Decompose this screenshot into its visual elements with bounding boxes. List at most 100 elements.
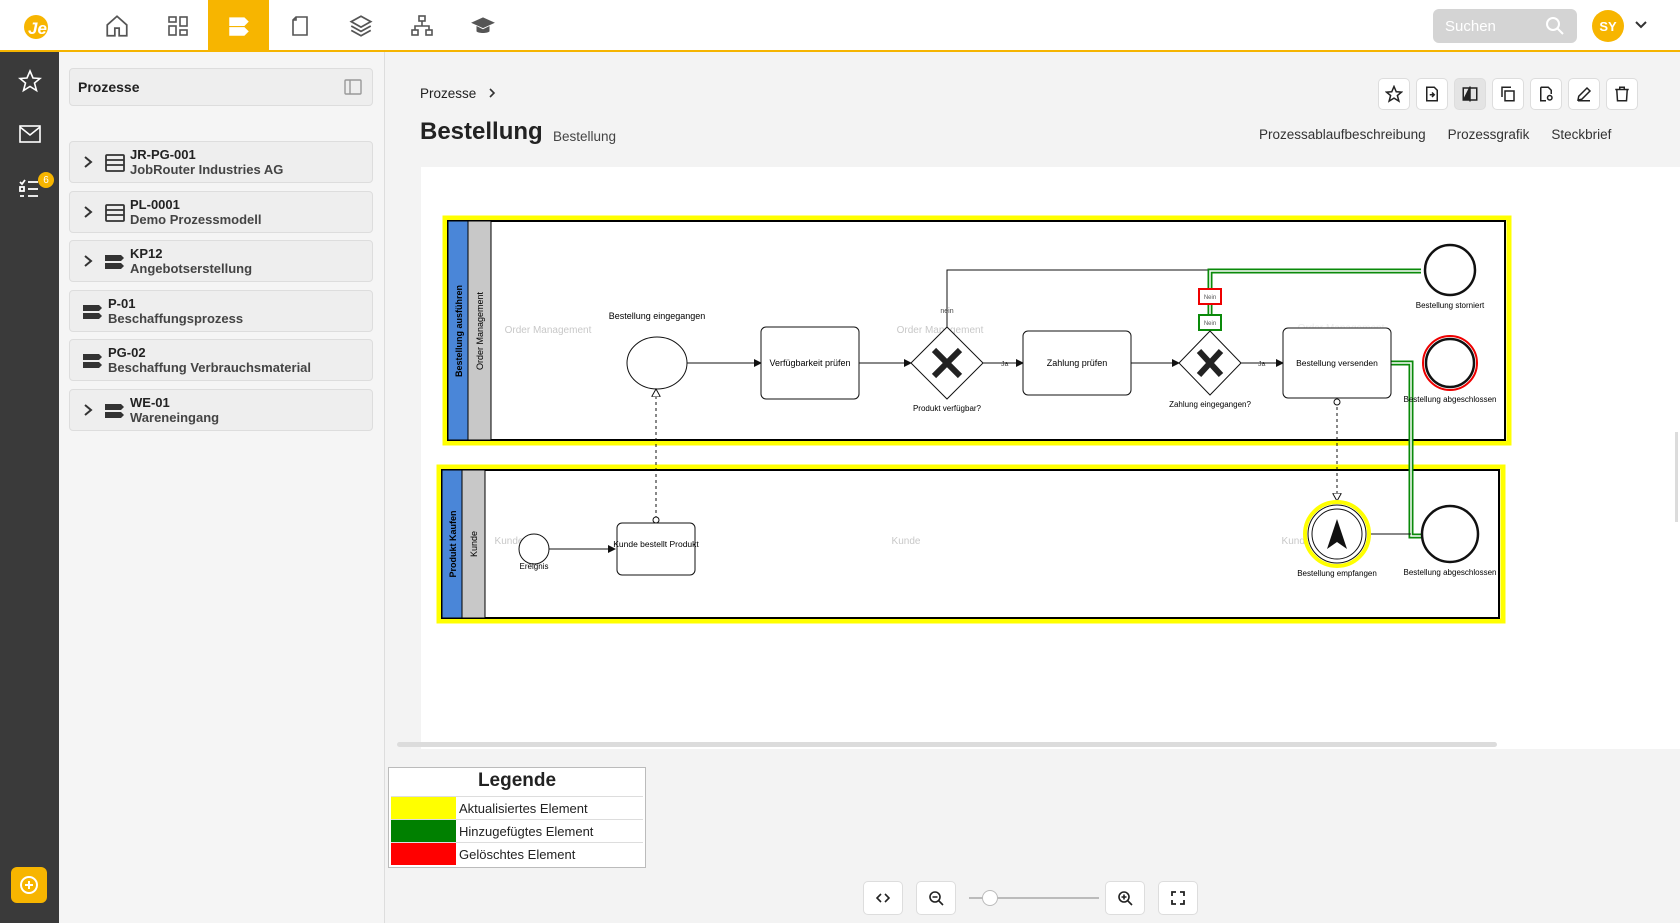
sidebar-header: Prozesse	[69, 68, 373, 106]
breadcrumb-link[interactable]: Prozesse	[420, 86, 477, 101]
copy-icon[interactable]	[1492, 78, 1524, 110]
main-content: Prozesse Bestellung Bestellung Prozessab…	[385, 52, 1680, 923]
tab-prozessablaufbeschreibung[interactable]: Prozessablaufbeschreibung	[1259, 127, 1426, 142]
gateway-produkt-verfuegbar[interactable]: Produkt verfügbar?	[910, 326, 984, 413]
favorite-star-icon[interactable]	[1378, 78, 1410, 110]
tasks-icon[interactable]	[15, 173, 45, 203]
process-icon	[105, 255, 124, 270]
tree-item[interactable]: WE-01 Wareneingang	[69, 388, 373, 431]
nav-processes-icon[interactable]	[208, 0, 269, 52]
node-label: Bestellung versenden	[1296, 358, 1378, 368]
end-event-bestellung-storniert[interactable]: Bestellung storniert	[1416, 243, 1485, 310]
code-view-icon[interactable]	[863, 881, 903, 915]
tree-item-name: Beschaffung Verbrauchsmaterial	[108, 360, 312, 376]
added-flow-label	[1198, 314, 1222, 331]
pool2-name: Produkt Kaufen	[448, 510, 458, 577]
node-label: Produkt verfügbar?	[913, 404, 982, 413]
fullscreen-icon[interactable]	[1158, 881, 1198, 915]
nav-org-chart-icon[interactable]	[391, 0, 452, 52]
tree-item-code: JR-PG-001	[130, 147, 196, 162]
node-label: Bestellung abgeschlossen	[1404, 568, 1497, 577]
export-icon[interactable]	[1416, 78, 1448, 110]
logo-icon[interactable]: Je	[22, 10, 58, 42]
breadcrumb: Prozesse	[420, 86, 496, 101]
search-icon[interactable]	[1545, 16, 1565, 36]
chevron-down-icon[interactable]	[1634, 18, 1648, 32]
process-sidebar: Prozesse JR-PG-001 JobRouter Industries …	[59, 52, 385, 923]
horizontal-scrollbar[interactable]	[397, 742, 1497, 747]
edit-pencil-icon[interactable]	[1568, 78, 1600, 110]
toolbar	[1378, 78, 1638, 110]
legend-swatch-updated	[391, 797, 456, 819]
event-bestellung-empfangen[interactable]: Bestellung empfangen	[1297, 500, 1377, 578]
tree-item[interactable]: JR-PG-001 JobRouter Industries AG	[69, 141, 373, 183]
nav-layers-icon[interactable]	[330, 0, 391, 52]
chevron-right-icon[interactable]	[82, 254, 94, 268]
nav-documents-icon[interactable]	[269, 0, 330, 52]
node-label: Zahlung eingegangen?	[1169, 400, 1251, 409]
nav-dashboard-icon[interactable]	[147, 0, 208, 52]
pool1-lane: Order Management	[475, 291, 485, 370]
task-bestellung-versenden[interactable]: Bestellung versenden	[1282, 327, 1392, 399]
task-verfuegbarkeit-pruefen[interactable]: Verfügbarkeit prüfen	[760, 326, 860, 400]
end-event-bestellung-abgeschlossen[interactable]: Bestellung abgeschlossen	[1404, 335, 1497, 404]
node-label: Bestellung eingegangen	[609, 311, 706, 321]
process-icon	[105, 403, 124, 418]
search-placeholder: Suchen	[1445, 17, 1496, 35]
zoom-slider-track[interactable]	[969, 897, 1099, 899]
legend-label: Gelöschtes Element	[459, 846, 576, 862]
page-title: Bestellung	[420, 118, 543, 145]
tree-item[interactable]: PL-0001 Demo Prozessmodell	[69, 190, 373, 233]
compare-icon[interactable]	[1454, 78, 1486, 110]
chevron-right-icon[interactable]	[82, 403, 94, 417]
diagram-canvas[interactable]: Bestellung ausführen Order Management Pr…	[421, 167, 1680, 749]
search-input[interactable]: Suchen	[1433, 9, 1577, 43]
tree-item[interactable]: KP12 Angebotserstellung	[69, 240, 373, 283]
pool2-lane: Kunde	[469, 531, 479, 557]
page-subtitle: Bestellung	[553, 129, 617, 144]
add-button[interactable]	[11, 867, 47, 903]
tree-item-name: Angebotserstellung	[130, 261, 253, 277]
flow-label-yes: Ja	[1258, 361, 1266, 368]
add-icon	[20, 876, 38, 894]
tree-item-name: Wareneingang	[130, 409, 220, 425]
node-label: Bestellung storniert	[1416, 301, 1485, 310]
tab-prozessgrafik[interactable]: Prozessgrafik	[1447, 127, 1530, 142]
avatar[interactable]: SY	[1592, 10, 1624, 42]
legend-swatch-added	[391, 820, 456, 842]
process-icon	[83, 304, 102, 319]
zoom-out-icon[interactable]	[916, 881, 956, 915]
collapse-panel-icon[interactable]	[344, 79, 362, 95]
tree-item-name: JobRouter Industries AG	[130, 162, 284, 177]
view-tabs: Prozessablaufbeschreibung Prozessgrafik …	[1259, 127, 1611, 142]
chevron-right-icon[interactable]	[82, 205, 94, 219]
document-settings-icon[interactable]	[1530, 78, 1562, 110]
legend-row: Aktualisiertes Element	[391, 796, 643, 819]
gateway-zahlung-eingegangen[interactable]: Zahlung eingegangen?	[1169, 330, 1251, 409]
favorites-star-icon[interactable]	[15, 66, 45, 96]
end-event-bestellung-abgeschlossen-2[interactable]: Bestellung abgeschlossen	[1404, 504, 1497, 577]
tree-item-code: PG-02	[108, 345, 146, 361]
mail-icon[interactable]	[15, 119, 45, 149]
tree-item[interactable]: P-01 Beschaffungsprozess	[69, 289, 373, 332]
zoom-slider-handle[interactable]	[982, 890, 998, 906]
flow-label-yes: Ja	[1001, 361, 1009, 368]
nav-academy-icon[interactable]	[452, 0, 513, 52]
task-zahlung-pruefen[interactable]: Zahlung prüfen	[1022, 330, 1132, 396]
tree-item-code: WE-01	[130, 394, 170, 410]
vertical-scrollbar[interactable]	[1675, 432, 1678, 522]
task-kunde-bestellt-produkt[interactable]: Kunde bestellt Produkt	[613, 522, 699, 576]
lane-watermark: Kunde	[1282, 536, 1311, 547]
tasks-badge: 6	[38, 172, 54, 188]
top-bar: Je Suchen SY	[0, 0, 1680, 52]
nav-home-icon[interactable]	[86, 0, 147, 52]
lane-watermark: Kunde	[892, 536, 921, 547]
flow-label-no: nein	[940, 308, 953, 315]
node-label: Verfügbarkeit prüfen	[769, 358, 850, 368]
delete-trash-icon[interactable]	[1606, 78, 1638, 110]
chevron-right-icon[interactable]	[82, 155, 94, 169]
zoom-in-icon[interactable]	[1105, 881, 1145, 915]
tab-steckbrief[interactable]: Steckbrief	[1551, 127, 1612, 142]
start-event-ereignis[interactable]: Ereignis	[518, 533, 550, 571]
tree-item[interactable]: PG-02 Beschaffung Verbrauchsmaterial	[69, 339, 373, 382]
